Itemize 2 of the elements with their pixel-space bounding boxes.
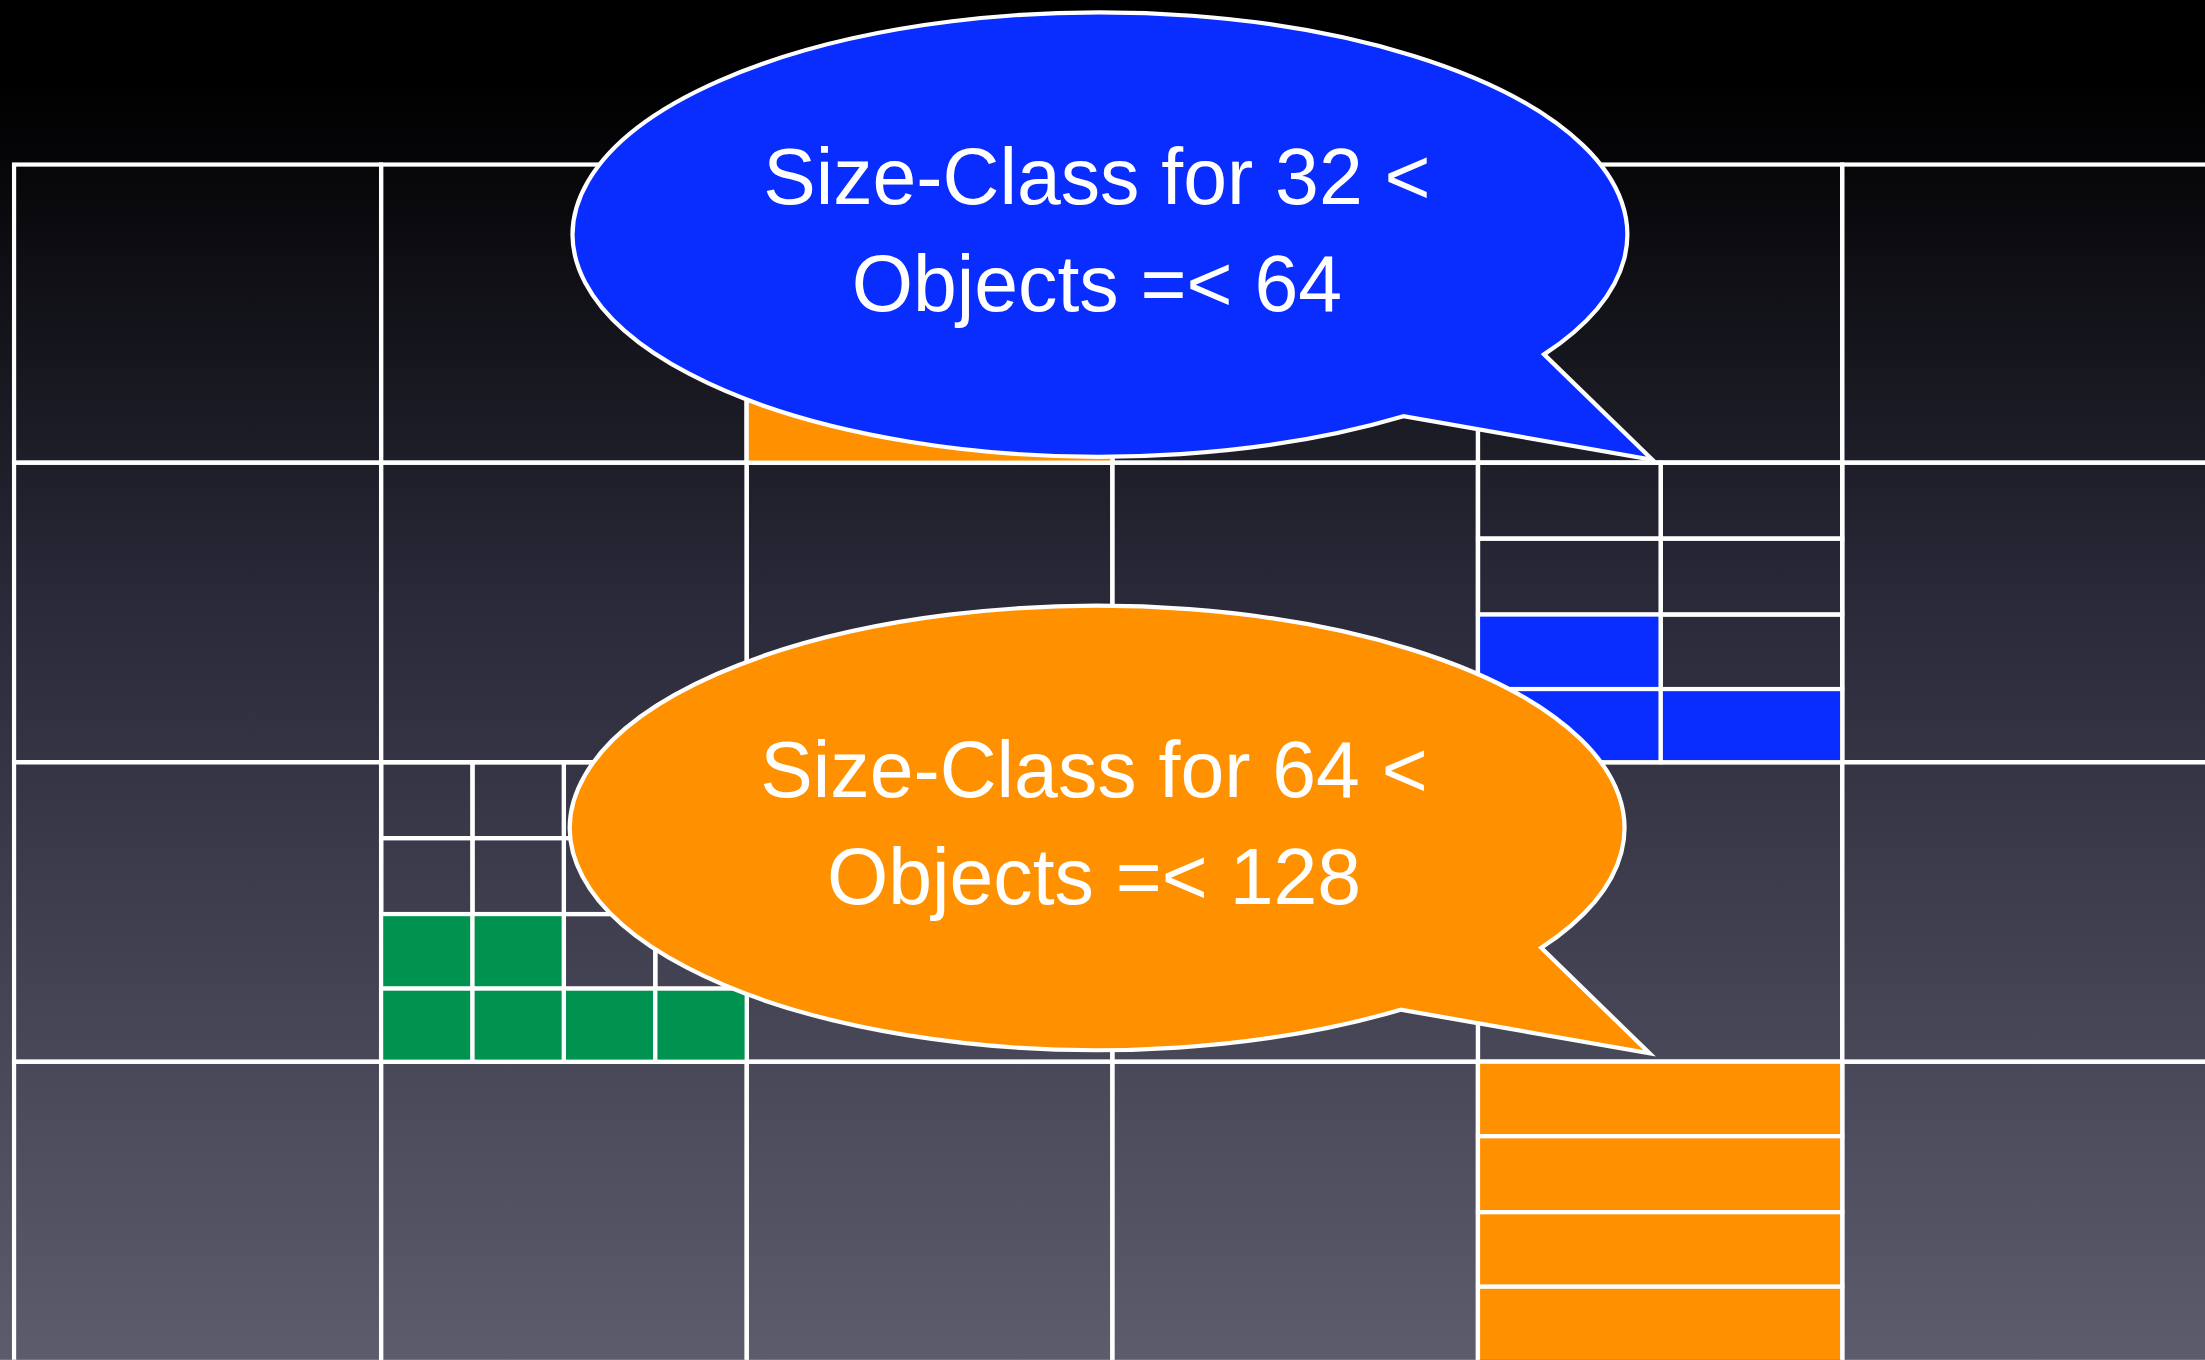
bubble-text: Size-Class for 64 < Objects =< 128 bbox=[759, 724, 1429, 924]
bubble-text: Size-Class for 32 < Objects =< 64 bbox=[762, 131, 1432, 330]
